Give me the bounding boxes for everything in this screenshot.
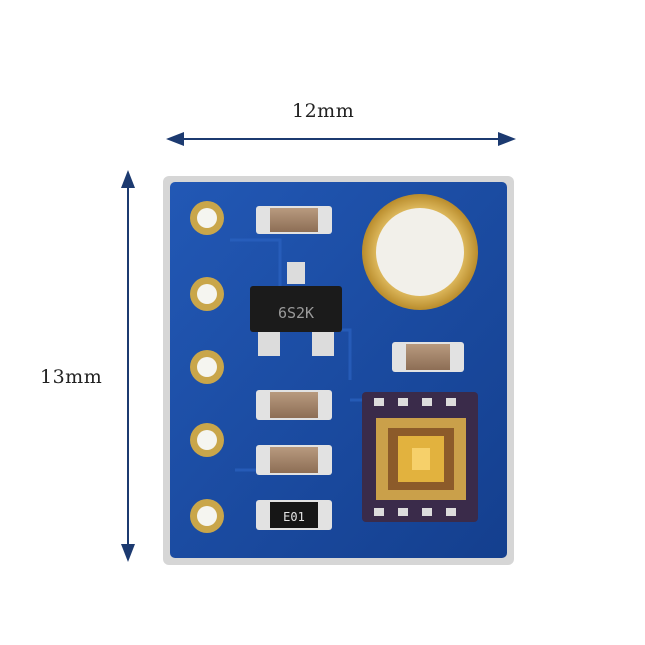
width-label: 12mm	[292, 100, 355, 122]
header-pin-5	[190, 499, 224, 533]
resistor-marking: E01	[283, 510, 305, 524]
sensor-pad	[362, 194, 478, 310]
capacitor-middle-2	[256, 445, 332, 475]
regulator-chip: 6S2K	[250, 262, 342, 356]
header-pin-3	[190, 350, 224, 384]
header-pin-1	[190, 201, 224, 235]
header-pin-4	[190, 423, 224, 457]
capacitor-top	[256, 206, 332, 234]
width-dimension-arrow	[166, 132, 516, 146]
resistor: E01	[256, 500, 332, 530]
capacitor-right	[392, 342, 464, 372]
uv-sensor-chip	[362, 392, 478, 522]
capacitor-middle-1	[256, 390, 332, 420]
chip-marking: 6S2K	[278, 304, 314, 322]
height-dimension-arrow	[121, 170, 135, 562]
header-pin-2	[190, 277, 224, 311]
height-label: 13mm	[40, 366, 103, 388]
